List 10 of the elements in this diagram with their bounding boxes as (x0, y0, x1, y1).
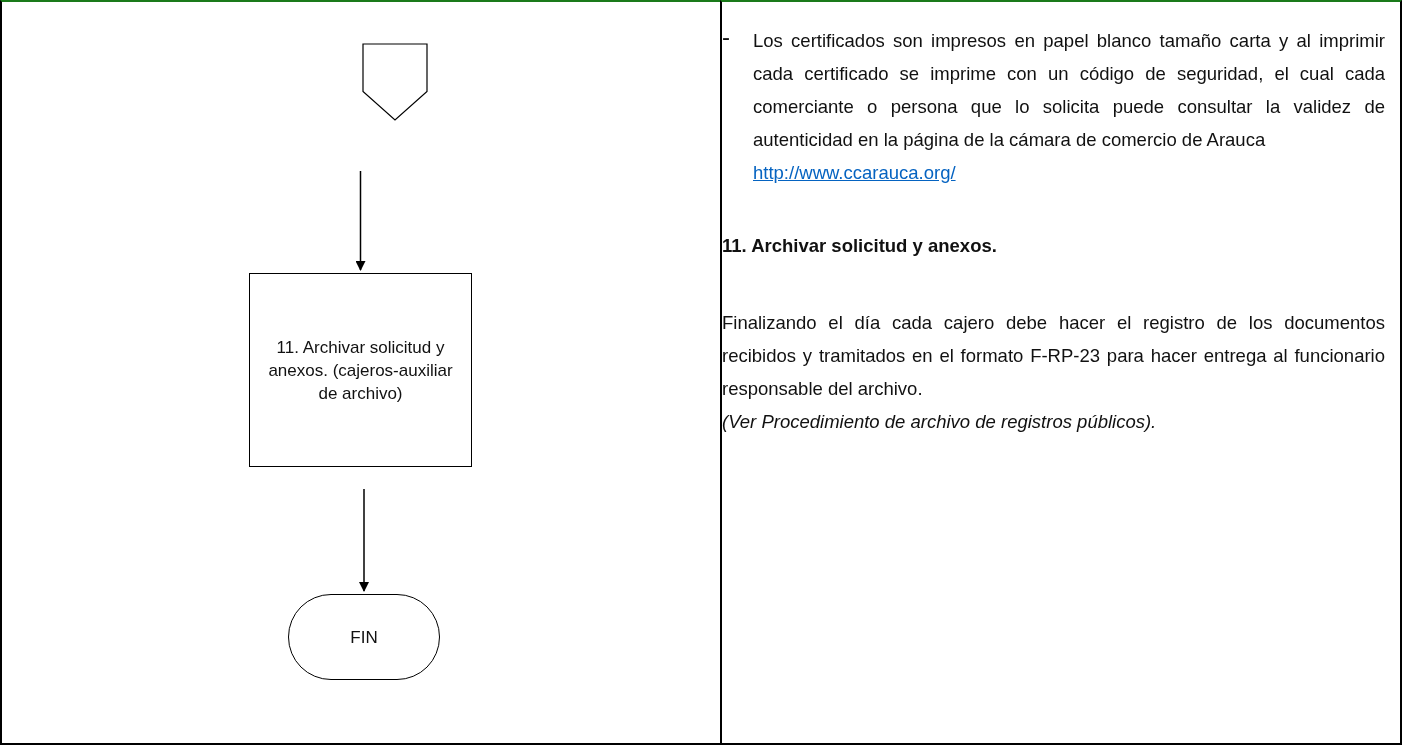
paragraph: Los certificados son impresos en papel blanco tamaño carta y al imprimir cada certificado se imprime con un código de seguridad, el cual cada comerciante o persona que lo solicita puede consultar la validez de autenticidad en la página de la cámara de comercio de Arauca (753, 29, 1385, 152)
bullet: - (722, 22, 730, 52)
process-box: 11. Archivar solicitud y anexos. (cajeros-auxiliar de archivo) (249, 273, 472, 467)
heading: 11. Archivar solicitud y anexos. (722, 234, 998, 258)
paragraph: Finalizando el día cada cajero debe hacer el registro de los documentos recibidos y tramitados en el formato F-RP-23 para hacer entrega al funcionario responsable del archivo. (722, 311, 1385, 401)
arrow (359, 488, 369, 592)
link: http://www.ccarauca.org/ (753, 161, 956, 185)
note: (Ver Procedimiento de archivo de registros públicos). (722, 410, 1158, 434)
arrow (355, 170, 366, 271)
off-page-connector (362, 43, 428, 121)
